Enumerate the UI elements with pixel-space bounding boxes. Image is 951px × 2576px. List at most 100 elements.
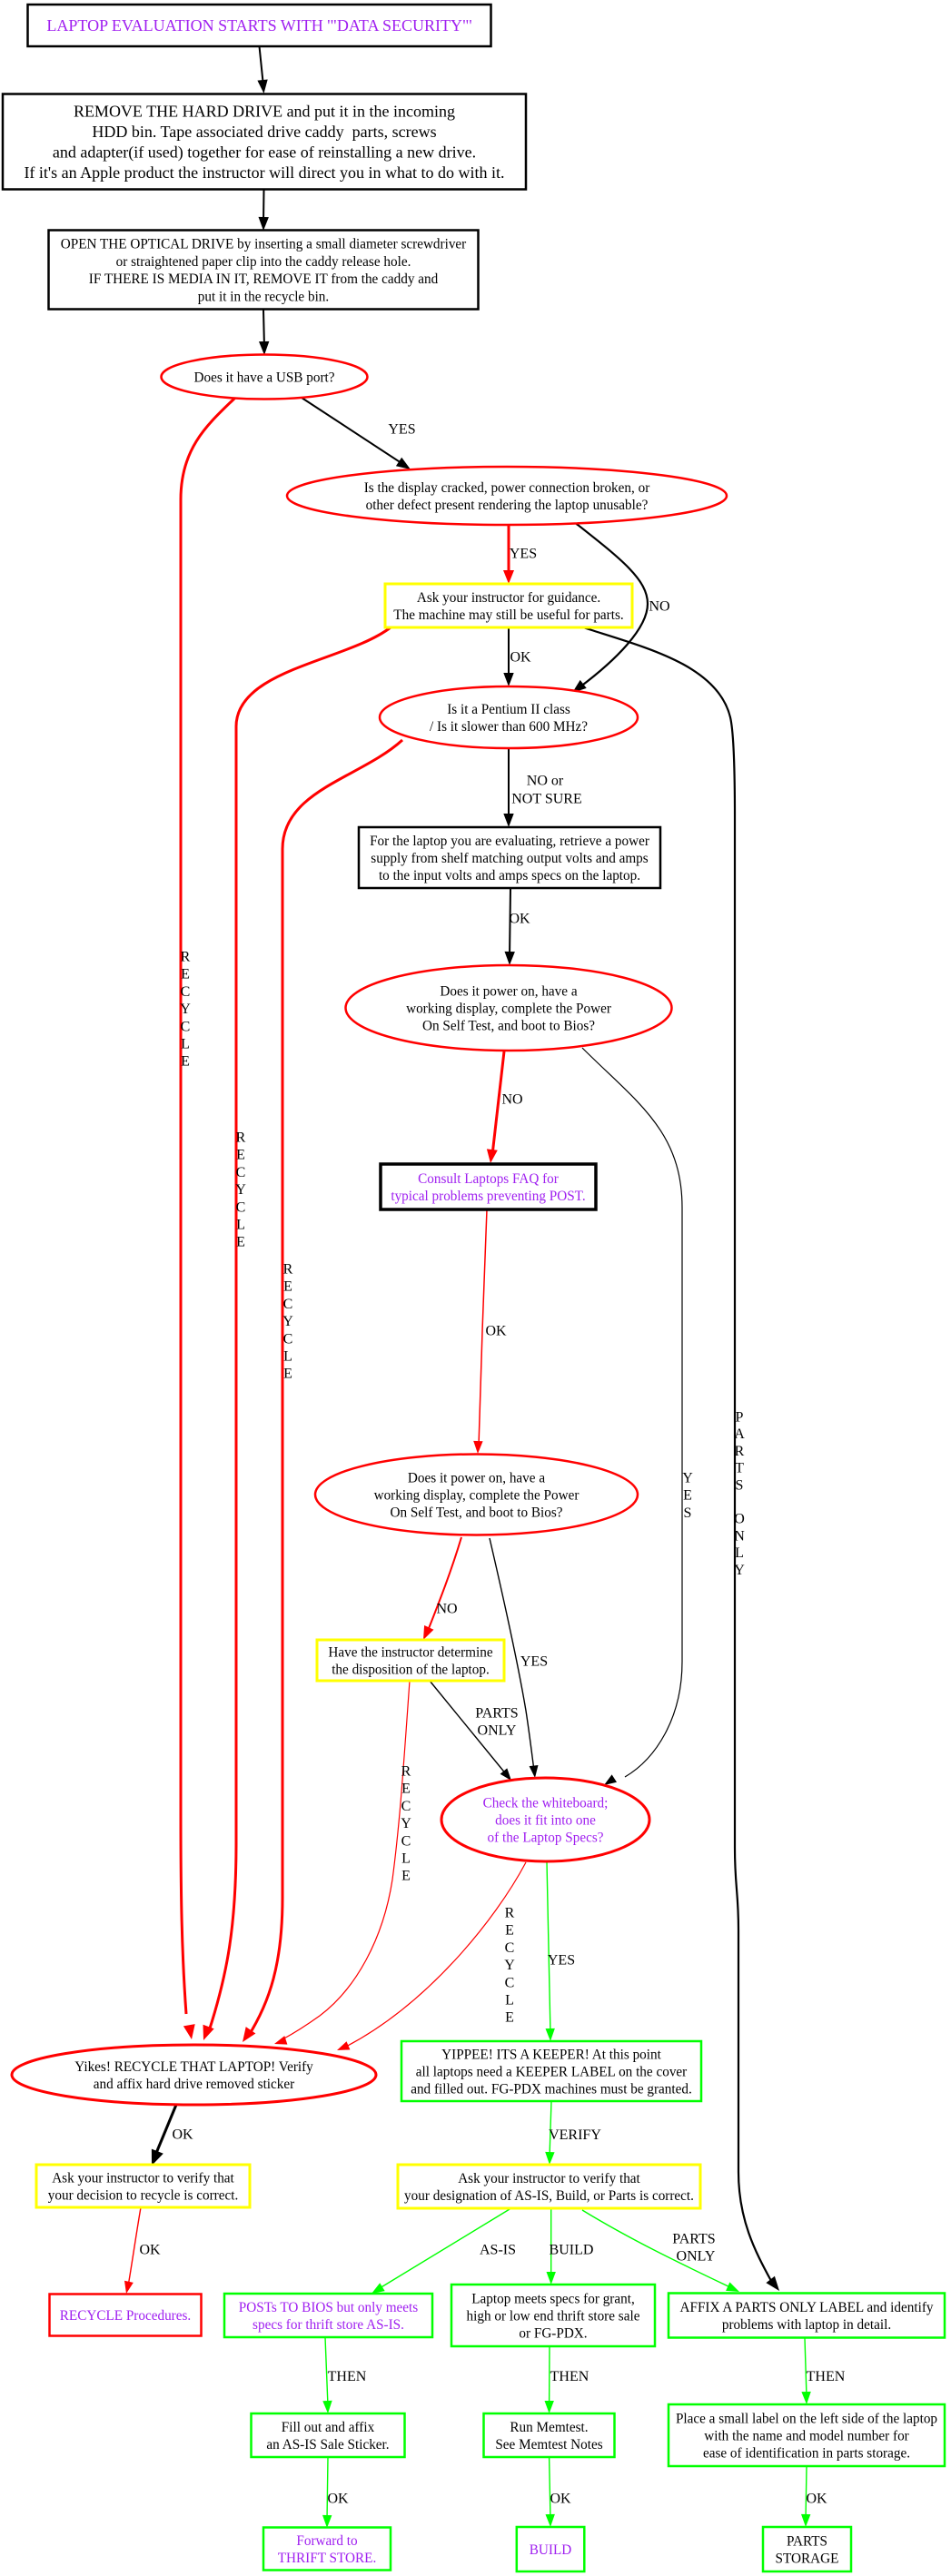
svg-text:Does it power on, have a: Does it power on, have a <box>440 983 577 999</box>
svg-text:IF THERE IS MEDIA IN IT, REMOV: IF THERE IS MEDIA IN IT, REMOVE IT from … <box>89 271 438 287</box>
svg-text:R: R <box>181 950 191 965</box>
svg-text:E: E <box>401 1869 411 1884</box>
svg-text:R: R <box>236 1130 246 1146</box>
svg-text:OK: OK <box>172 2127 193 2143</box>
svg-text:does it fit into one: does it fit into one <box>495 1813 596 1829</box>
svg-text:C: C <box>283 1331 293 1347</box>
svg-text:PARTS: PARTS <box>787 2533 827 2549</box>
svg-text:working display, complete the: working display, complete the Power <box>374 1488 580 1504</box>
svg-text:E: E <box>683 1488 692 1504</box>
svg-text:R: R <box>735 1444 745 1459</box>
svg-text:OK: OK <box>550 2492 571 2507</box>
svg-text:L: L <box>181 1037 190 1052</box>
svg-text:of the Laptop Specs?: of the Laptop Specs? <box>488 1831 604 1846</box>
svg-text:your designation of AS-IS, Bui: your designation of AS-IS, Build, or Par… <box>404 2188 694 2204</box>
svg-text:PARTS: PARTS <box>672 2232 715 2247</box>
svg-text:E: E <box>283 1367 292 1382</box>
svg-text:THRIFT STORE.: THRIFT STORE. <box>278 2551 377 2566</box>
svg-text:typical problems preventing PO: typical problems preventing POST. <box>391 1189 585 1204</box>
svg-text:C: C <box>181 1019 191 1034</box>
svg-text:supply from shelf matching out: supply from shelf matching output volts … <box>371 851 648 866</box>
svg-text:E: E <box>236 1235 245 1250</box>
svg-text:the disposition of the laptop.: the disposition of the laptop. <box>332 1663 490 1678</box>
svg-text:Check the whiteboard;: Check the whiteboard; <box>483 1795 609 1811</box>
svg-text:NO: NO <box>649 599 669 615</box>
svg-text:and adapter(if used) together: and adapter(if used) together for ease o… <box>53 143 476 162</box>
svg-text:OK: OK <box>485 1324 507 1339</box>
svg-text:specs for thrift store AS-IS.: specs for thrift store AS-IS. <box>253 2317 404 2333</box>
svg-text:ONLY: ONLY <box>478 1723 517 1739</box>
svg-text:E: E <box>505 2010 514 2026</box>
svg-text:all laptops need a KEEPER LABE: all laptops need a KEEPER LABEL on the c… <box>416 2065 688 2080</box>
svg-text:OPEN THE OPTICAL DRIVE by inse: OPEN THE OPTICAL DRIVE by inserting a sm… <box>61 237 467 252</box>
svg-text:P: P <box>736 1410 744 1426</box>
svg-text:C: C <box>181 984 191 1000</box>
svg-text:Have the instructor determine: Have the instructor determine <box>328 1644 492 1660</box>
svg-text:L: L <box>401 1851 411 1867</box>
svg-text:YIPPEE! ITS A KEEPER! At this: YIPPEE! ITS A KEEPER! At this point <box>441 2047 661 2062</box>
svg-text:C: C <box>505 1940 515 1956</box>
svg-text:THEN: THEN <box>550 2369 589 2384</box>
svg-text:S: S <box>736 1477 744 1493</box>
svg-text:R: R <box>283 1262 293 1278</box>
svg-text:THEN: THEN <box>328 2369 367 2384</box>
svg-text:VERIFY: VERIFY <box>549 2127 601 2143</box>
svg-text:C: C <box>236 1199 246 1215</box>
svg-text:ease of identification in part: ease of identification in parts storage. <box>703 2446 910 2462</box>
svg-text:BUILD: BUILD <box>530 2542 572 2558</box>
svg-text:OK: OK <box>509 912 530 927</box>
svg-text:Y: Y <box>282 1314 293 1329</box>
svg-text:E: E <box>283 1279 292 1295</box>
svg-text:L: L <box>505 1993 514 2008</box>
svg-text:other defect present rendering: other defect present rendering the lapto… <box>366 498 649 513</box>
svg-text:On Self Test, and boot to Bios: On Self Test, and boot to Bios? <box>391 1505 563 1521</box>
svg-text:Is the display cracked, power: Is the display cracked, power connection… <box>364 480 650 496</box>
svg-text:R: R <box>401 1764 411 1780</box>
svg-text:Does it power on, have a: Does it power on, have a <box>408 1470 545 1485</box>
svg-text:YES: YES <box>510 547 537 562</box>
svg-text:AFFIX A PARTS ONLY LABEL and i: AFFIX A PARTS ONLY LABEL and identify <box>680 2300 934 2315</box>
svg-text:NO or: NO or <box>527 774 564 789</box>
svg-text:PARTS: PARTS <box>475 1706 518 1722</box>
svg-text:Y: Y <box>734 1563 745 1578</box>
svg-text:E: E <box>401 1781 411 1797</box>
svg-text:C: C <box>505 1975 515 1990</box>
svg-text:C: C <box>401 1799 411 1814</box>
svg-text:Laptop meets specs for grant,: Laptop meets specs for grant, <box>471 2291 635 2306</box>
svg-text:Run Memtest.: Run Memtest. <box>510 2420 588 2435</box>
svg-text:N: N <box>734 1528 745 1544</box>
svg-text:RECYCLE Procedures.: RECYCLE Procedures. <box>60 2308 191 2324</box>
svg-text:NO: NO <box>501 1092 522 1108</box>
svg-text:Ask your instructor to verify: Ask your instructor to verify that <box>458 2171 640 2186</box>
svg-text:Is it a Pentium II class: Is it a Pentium II class <box>447 702 570 717</box>
svg-text:Does it have a USB port?: Does it have a USB port? <box>194 370 335 386</box>
svg-text:Ask your instructor to verify: Ask your instructor to verify that <box>52 2170 234 2186</box>
svg-text:Forward to: Forward to <box>296 2533 357 2549</box>
svg-text:Ask your instructor for guidan: Ask your instructor for guidance. <box>417 590 600 606</box>
svg-text:See Memtest Notes: See Memtest Notes <box>495 2437 602 2453</box>
svg-text:E: E <box>181 1054 190 1070</box>
svg-text:Place a small label on the lef: Place a small label on the left side of … <box>676 2411 937 2426</box>
svg-text:For the laptop you are evaluat: For the laptop you are evaluating, retri… <box>370 834 649 849</box>
svg-text:Fill out and affix: Fill out and affix <box>282 2420 374 2435</box>
svg-text:THEN: THEN <box>807 2369 846 2384</box>
svg-text:E: E <box>181 967 190 982</box>
svg-text:A: A <box>734 1426 745 1442</box>
svg-text:or straightened paper clip int: or straightened paper clip into the cadd… <box>116 254 411 270</box>
svg-text:The machine may still be usefu: The machine may still be useful for part… <box>393 607 623 623</box>
svg-text:STORAGE: STORAGE <box>776 2551 839 2567</box>
svg-text:NO: NO <box>436 1602 457 1617</box>
svg-text:your decision to recycle is co: your decision to recycle is correct. <box>48 2188 239 2204</box>
svg-text:C: C <box>401 1833 411 1849</box>
svg-text:If it's an Apple product the i: If it's an Apple product the instructor … <box>24 163 504 182</box>
svg-text:HDD bin. Tape associated drive: HDD bin. Tape associated drive caddy par… <box>92 123 436 141</box>
svg-text:R: R <box>505 1906 515 1921</box>
svg-text:with the name and model number: with the name and model number for <box>704 2429 909 2444</box>
svg-text:LAPTOP EVALUATION STARTS WITH: LAPTOP EVALUATION STARTS WITH '"DATA SEC… <box>46 16 471 35</box>
svg-text:Consult Laptops FAQ for: Consult Laptops FAQ for <box>418 1171 559 1187</box>
svg-text:OK: OK <box>139 2243 161 2258</box>
svg-text:to the input volts and amps sp: to the input volts and amps specs on the… <box>379 868 640 883</box>
svg-text:L: L <box>283 1349 292 1365</box>
svg-text:put it in the recycle bin.: put it in the recycle bin. <box>198 289 329 304</box>
svg-text:ONLY: ONLY <box>677 2249 716 2265</box>
